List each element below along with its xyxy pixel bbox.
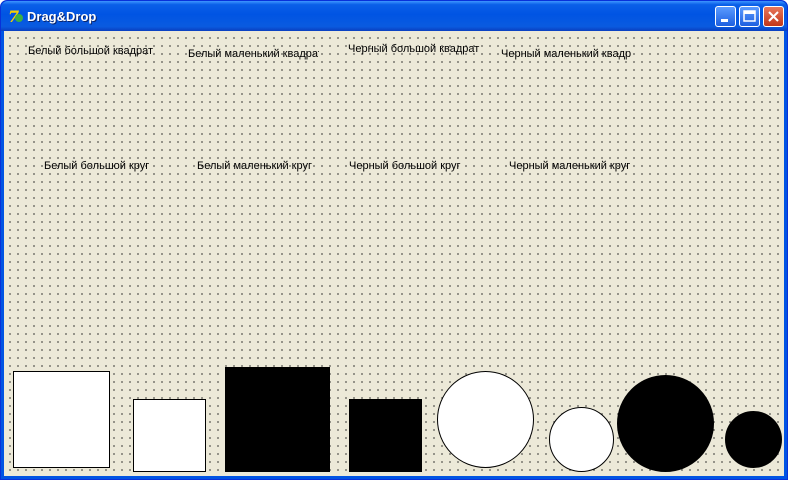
white-small-square[interactable] (133, 399, 206, 472)
label-black-big-square[interactable]: Черный большой квадрат (348, 43, 480, 55)
app-logo-icon: 7 (7, 7, 25, 26)
black-big-square[interactable] (225, 367, 330, 472)
label-white-big-circle[interactable]: Белый большой круг (44, 160, 150, 172)
minimize-icon (721, 19, 728, 22)
label-black-small-circle[interactable]: Черный маленький круг (509, 160, 631, 172)
black-big-circle[interactable] (617, 375, 714, 472)
label-white-small-square[interactable]: Белый маленький квадрат (188, 48, 319, 60)
close-icon (768, 11, 779, 22)
maximize-icon (743, 10, 756, 22)
label-white-big-square[interactable]: Белый большой квадрат (28, 45, 154, 57)
close-button[interactable] (763, 6, 784, 27)
maximize-button[interactable] (739, 6, 760, 27)
title-bar[interactable]: 7 Drag&Drop (1, 1, 787, 31)
label-black-small-square[interactable]: Черный маленький квадрат (501, 48, 631, 60)
minimize-button[interactable] (715, 6, 736, 27)
white-big-circle[interactable] (437, 371, 534, 468)
white-big-square[interactable] (13, 371, 110, 468)
white-small-circle[interactable] (549, 407, 614, 472)
window-title: Drag&Drop (27, 9, 97, 24)
black-small-circle[interactable] (725, 411, 782, 468)
label-black-big-circle[interactable]: Черный большой круг (349, 160, 461, 172)
form-client-area[interactable]: Белый большой квадрат Белый маленький кв… (4, 31, 784, 476)
label-white-small-circle[interactable]: Белый маленький круг (197, 160, 312, 172)
black-small-square[interactable] (349, 399, 422, 472)
svg-text:7: 7 (8, 7, 19, 25)
